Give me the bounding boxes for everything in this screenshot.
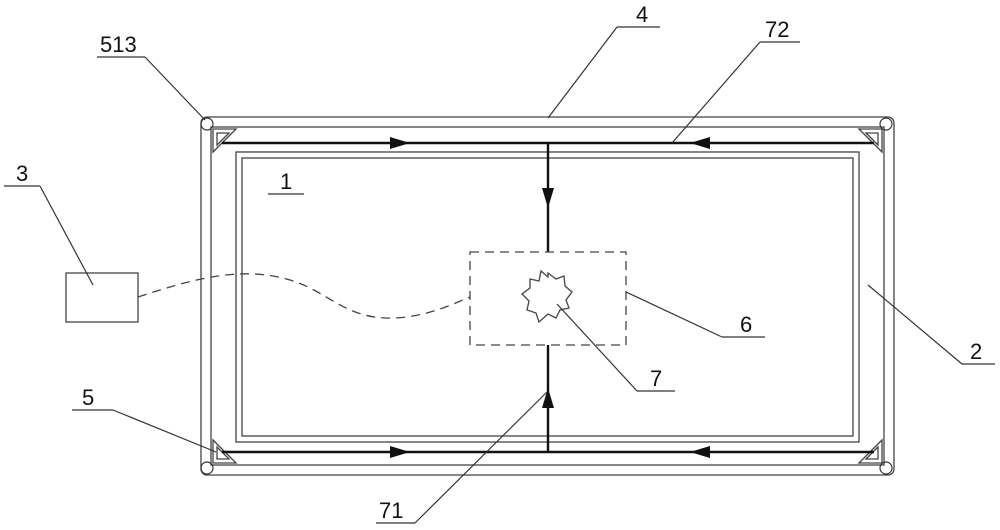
label-5: 5: [82, 385, 94, 410]
corner-bracket-top-right: [859, 129, 882, 152]
arrow-top-right-pointing: [390, 137, 410, 149]
label-6: 6: [740, 312, 752, 337]
label-513: 513: [100, 32, 137, 57]
label-4: 4: [636, 2, 648, 27]
label-71: 71: [379, 498, 403, 523]
label-3: 3: [16, 161, 28, 186]
corner-wheel-top-right: [880, 118, 892, 130]
central-gear: [522, 271, 572, 322]
signal-cable: [138, 274, 470, 318]
arrow-up-pointing: [542, 388, 554, 408]
arrow-top-left-pointing: [690, 137, 710, 149]
corner-wheel-bottom-left: [201, 462, 213, 474]
corner-bracket-top-left: [213, 129, 236, 152]
arrow-down-pointing: [542, 188, 554, 208]
arrow-bottom-right-pointing: [390, 446, 410, 458]
label-1: 1: [280, 169, 292, 194]
leader-lines: [4, 27, 995, 523]
label-72: 72: [765, 17, 789, 42]
corner-wheel-top-left: [201, 118, 213, 130]
control-box: [66, 273, 138, 322]
label-7: 7: [650, 366, 662, 391]
arrow-bottom-left-pointing: [690, 446, 710, 458]
corner-wheel-bottom-right: [880, 462, 892, 474]
label-2: 2: [970, 339, 982, 364]
dashed-module-box: [470, 252, 626, 345]
